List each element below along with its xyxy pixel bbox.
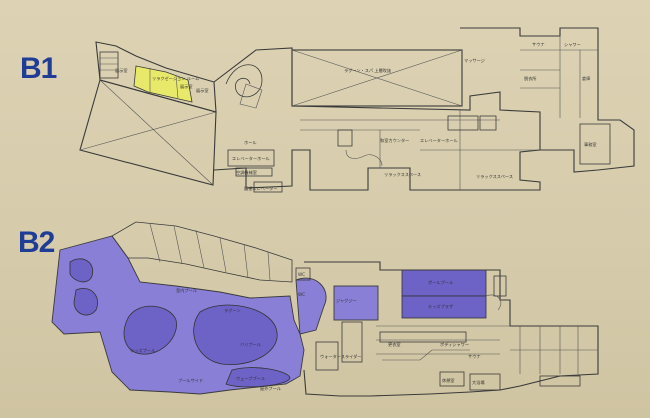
room-label: 事務室 <box>584 141 597 148</box>
b1-lagoon-void <box>291 49 463 107</box>
room-label: シャワー <box>564 42 581 47</box>
room-label: ラグーン <box>224 307 241 314</box>
room-label: 大浴場 <box>472 379 485 386</box>
b1-main-walls <box>213 47 541 191</box>
room-label: WC <box>298 272 305 277</box>
floor-label-b1: B1 <box>20 52 57 85</box>
room-label: キッズプラザ <box>428 303 453 310</box>
room-label: ボディシャワー <box>440 341 469 348</box>
floor-label-b2: B2 <box>18 226 55 259</box>
room-label: 倉庫 <box>582 75 590 82</box>
b1-slide-spiral <box>225 64 263 98</box>
b2-lagoon <box>193 304 278 366</box>
room-label: 展示室 <box>180 83 193 90</box>
b2-cabana-strip <box>111 221 293 283</box>
room-label: キッズプール <box>130 347 155 354</box>
b2-plan <box>51 221 599 397</box>
room-label: ボールプール <box>428 279 453 286</box>
room-label: WC <box>298 292 305 297</box>
room-label: リラックススペース <box>384 172 421 178</box>
b1-labels: 展示室 リラクゼーション ルーム 展示室 展示室 ラグーン・スパ 上層吹抜 ホー… <box>115 41 597 192</box>
room-label: サウナ <box>468 353 481 360</box>
room-label: バリプール <box>240 342 261 348</box>
b1-east-walls <box>460 27 635 173</box>
room-label: 脱衣所 <box>524 75 537 82</box>
b2-kids-pool <box>123 305 177 355</box>
room-label: サウナ <box>532 41 545 48</box>
room-label: ホール <box>244 140 257 145</box>
room-label: エレベーターホール <box>420 137 458 144</box>
room-label: リラクゼーション ルーム <box>152 75 199 82</box>
room-label: プールサイド <box>178 378 203 384</box>
room-label: 室内プール <box>176 287 197 294</box>
room-label: ウェーブプール <box>236 375 265 382</box>
b2-ball-pool <box>401 269 487 297</box>
b2-kids-plaza <box>401 295 487 319</box>
room-label: 更衣室 <box>388 341 401 348</box>
b2-slide-zone <box>333 285 379 321</box>
b1-void-left <box>79 79 217 186</box>
room-label: ウォータースライダー <box>320 353 362 360</box>
b1-gallery-band <box>95 41 217 113</box>
room-label: マッサージ <box>464 58 485 64</box>
room-label: リラックススペース <box>476 174 513 180</box>
room-label: 休憩室 <box>442 377 455 384</box>
room-label: 展望エレベーター <box>244 185 278 192</box>
room-label: エレベーターホール <box>232 155 270 162</box>
b2-labels: 室内プール ラグーン キッズプール バリプール ウェーブプール ジャグジー ボー… <box>130 272 485 392</box>
room-label: 空調機械室 <box>236 169 257 176</box>
b2-wave <box>225 367 291 388</box>
room-label: 屋外プール <box>260 385 281 392</box>
room-label: ラグーン・スパ 上層吹抜 <box>344 67 392 74</box>
room-label: 和室カウンター <box>380 137 409 144</box>
b2-jacuzzi <box>295 277 327 335</box>
room-label: ジャグジー <box>336 297 357 304</box>
room-label: 展示室 <box>115 67 128 74</box>
room-label: 展示室 <box>196 87 209 94</box>
b1-plan <box>79 27 635 193</box>
b2-east-walls <box>303 261 599 397</box>
